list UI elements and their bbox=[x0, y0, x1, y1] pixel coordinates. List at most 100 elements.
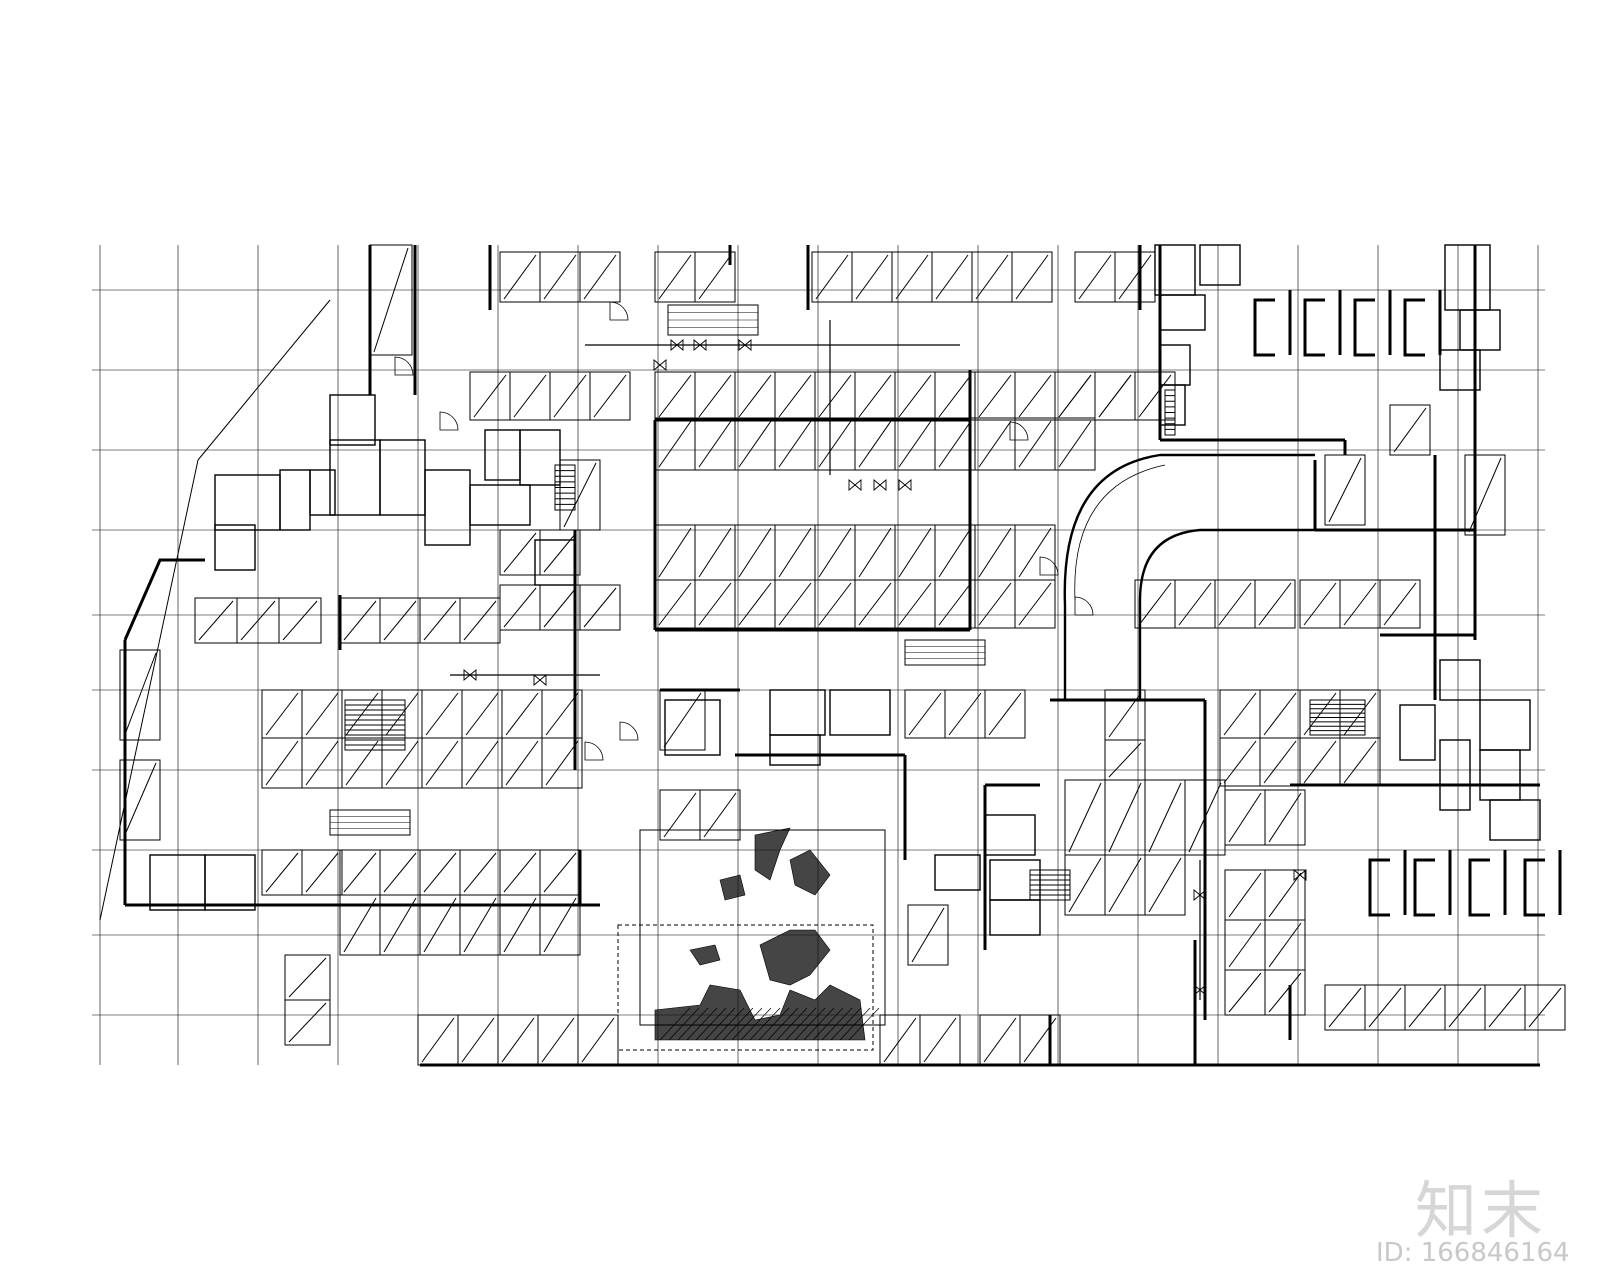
parking-stall-diagonal bbox=[1368, 987, 1402, 1028]
parking-stall bbox=[1014, 579, 1056, 629]
valve-symbol bbox=[670, 339, 684, 351]
parking-stall-diagonal bbox=[895, 254, 929, 300]
parking-stall-diagonal bbox=[503, 897, 537, 953]
parking-stall bbox=[1019, 1014, 1061, 1066]
service-room bbox=[1489, 799, 1541, 841]
service-room bbox=[769, 689, 826, 736]
parking-stall-diagonal bbox=[513, 374, 547, 418]
parking-stall-diagonal bbox=[1263, 692, 1297, 736]
parking-stall-diagonal bbox=[581, 1017, 615, 1063]
unit-wall bbox=[1468, 858, 1490, 917]
parking-stall-diagonal bbox=[975, 254, 1009, 300]
parking-stall-diagonal bbox=[1343, 692, 1377, 736]
parking-stall-diagonal bbox=[988, 692, 1022, 736]
unit-wall bbox=[1403, 298, 1425, 357]
door-swing bbox=[1039, 556, 1059, 576]
parking-stall-diagonal bbox=[1263, 740, 1297, 784]
hatch-line bbox=[740, 1007, 772, 1041]
parking-stall-diagonal bbox=[1328, 987, 1362, 1028]
parking-stall-diagonal bbox=[583, 587, 617, 628]
parking-stall-diagonal bbox=[1058, 374, 1092, 418]
parking-stall-diagonal bbox=[938, 374, 972, 418]
parking-stall bbox=[1389, 404, 1431, 456]
parking-stall-diagonal bbox=[505, 740, 539, 786]
parking-stall bbox=[1144, 854, 1186, 916]
door-swing bbox=[1009, 421, 1029, 441]
door-swing bbox=[584, 741, 604, 761]
parking-stall bbox=[1339, 737, 1381, 787]
landscape-hatch bbox=[759, 929, 831, 986]
parking-stall-diagonal bbox=[1448, 987, 1482, 1028]
landscape-hatch bbox=[754, 827, 791, 881]
parking-stall bbox=[1379, 579, 1421, 629]
door-swing bbox=[394, 356, 414, 376]
service-room bbox=[1159, 384, 1186, 426]
service-room bbox=[279, 469, 311, 531]
parking-stall-diagonal bbox=[978, 582, 1012, 626]
parking-stall-diagonal bbox=[473, 374, 507, 418]
service-room bbox=[664, 699, 721, 756]
hatch-line bbox=[749, 1007, 781, 1041]
unit-wall bbox=[1368, 858, 1390, 917]
parking-stall-diagonal bbox=[698, 582, 732, 626]
parking-stall-diagonal bbox=[385, 740, 419, 786]
parking-stall bbox=[589, 371, 631, 421]
parking-stall-diagonal bbox=[1018, 420, 1052, 468]
parking-stall-diagonal bbox=[1023, 1017, 1057, 1063]
parking-stall bbox=[1011, 251, 1053, 303]
parking-stall-diagonal bbox=[545, 740, 579, 786]
service-room bbox=[309, 469, 336, 516]
valve-symbol bbox=[653, 359, 667, 371]
parking-stall-diagonal bbox=[463, 600, 497, 641]
unit-wall bbox=[1303, 298, 1325, 357]
parking-stall-diagonal bbox=[543, 532, 577, 573]
parking-stall-diagonal bbox=[1188, 782, 1222, 853]
ramp-outer-curve bbox=[1063, 453, 1315, 606]
service-room bbox=[934, 854, 981, 891]
service-room bbox=[519, 429, 561, 486]
parking-stall-diagonal bbox=[883, 1017, 917, 1063]
parking-stall-diagonal bbox=[778, 527, 812, 578]
parking-stall-diagonal bbox=[265, 692, 299, 736]
parking-stall bbox=[694, 251, 736, 303]
parking-stall-diagonal bbox=[503, 587, 537, 628]
parking-stall-diagonal bbox=[545, 692, 579, 736]
parking-stall bbox=[1264, 789, 1306, 846]
parking-stall-diagonal bbox=[421, 1017, 455, 1063]
service-room bbox=[829, 689, 891, 736]
parking-stall bbox=[1054, 417, 1096, 471]
parking-stall bbox=[541, 737, 583, 789]
valve-symbol bbox=[738, 339, 752, 351]
parking-stall-diagonal bbox=[698, 254, 732, 300]
parking-stall-diagonal bbox=[1223, 692, 1257, 736]
parking-stall-diagonal bbox=[1328, 457, 1362, 523]
parking-stall-diagonal bbox=[1018, 527, 1052, 578]
parking-stall-diagonal bbox=[1303, 582, 1337, 626]
valve-symbol bbox=[1293, 869, 1307, 881]
parking-stall-diagonal bbox=[383, 897, 417, 953]
parking-stall-diagonal bbox=[1148, 857, 1182, 913]
ramp-inner-curve bbox=[1138, 528, 1315, 601]
parking-stall-diagonal bbox=[282, 600, 318, 641]
parking-stall-diagonal bbox=[1228, 872, 1262, 918]
hatch-line bbox=[731, 1007, 763, 1041]
hatch-line bbox=[713, 1007, 745, 1041]
service-room bbox=[484, 429, 521, 481]
parking-stall-diagonal bbox=[543, 897, 577, 953]
parking-stall-diagonal bbox=[1148, 782, 1182, 853]
parking-stall bbox=[119, 759, 161, 841]
service-room bbox=[1439, 349, 1481, 391]
parking-stall-diagonal bbox=[858, 582, 892, 626]
parking-stall-diagonal bbox=[923, 1017, 957, 1063]
watermark-logo: 知末 bbox=[1415, 1174, 1548, 1247]
service-room bbox=[989, 899, 1041, 936]
parking-stall-diagonal bbox=[383, 600, 417, 641]
parking-stall bbox=[119, 649, 161, 741]
parking-stall-diagonal bbox=[858, 420, 892, 468]
service-room bbox=[1459, 309, 1501, 351]
parking-stall-diagonal bbox=[1393, 407, 1427, 453]
service-room bbox=[329, 394, 376, 446]
parking-stall bbox=[278, 597, 322, 644]
hatch-line bbox=[794, 1007, 826, 1041]
parking-stall-diagonal bbox=[543, 852, 577, 893]
